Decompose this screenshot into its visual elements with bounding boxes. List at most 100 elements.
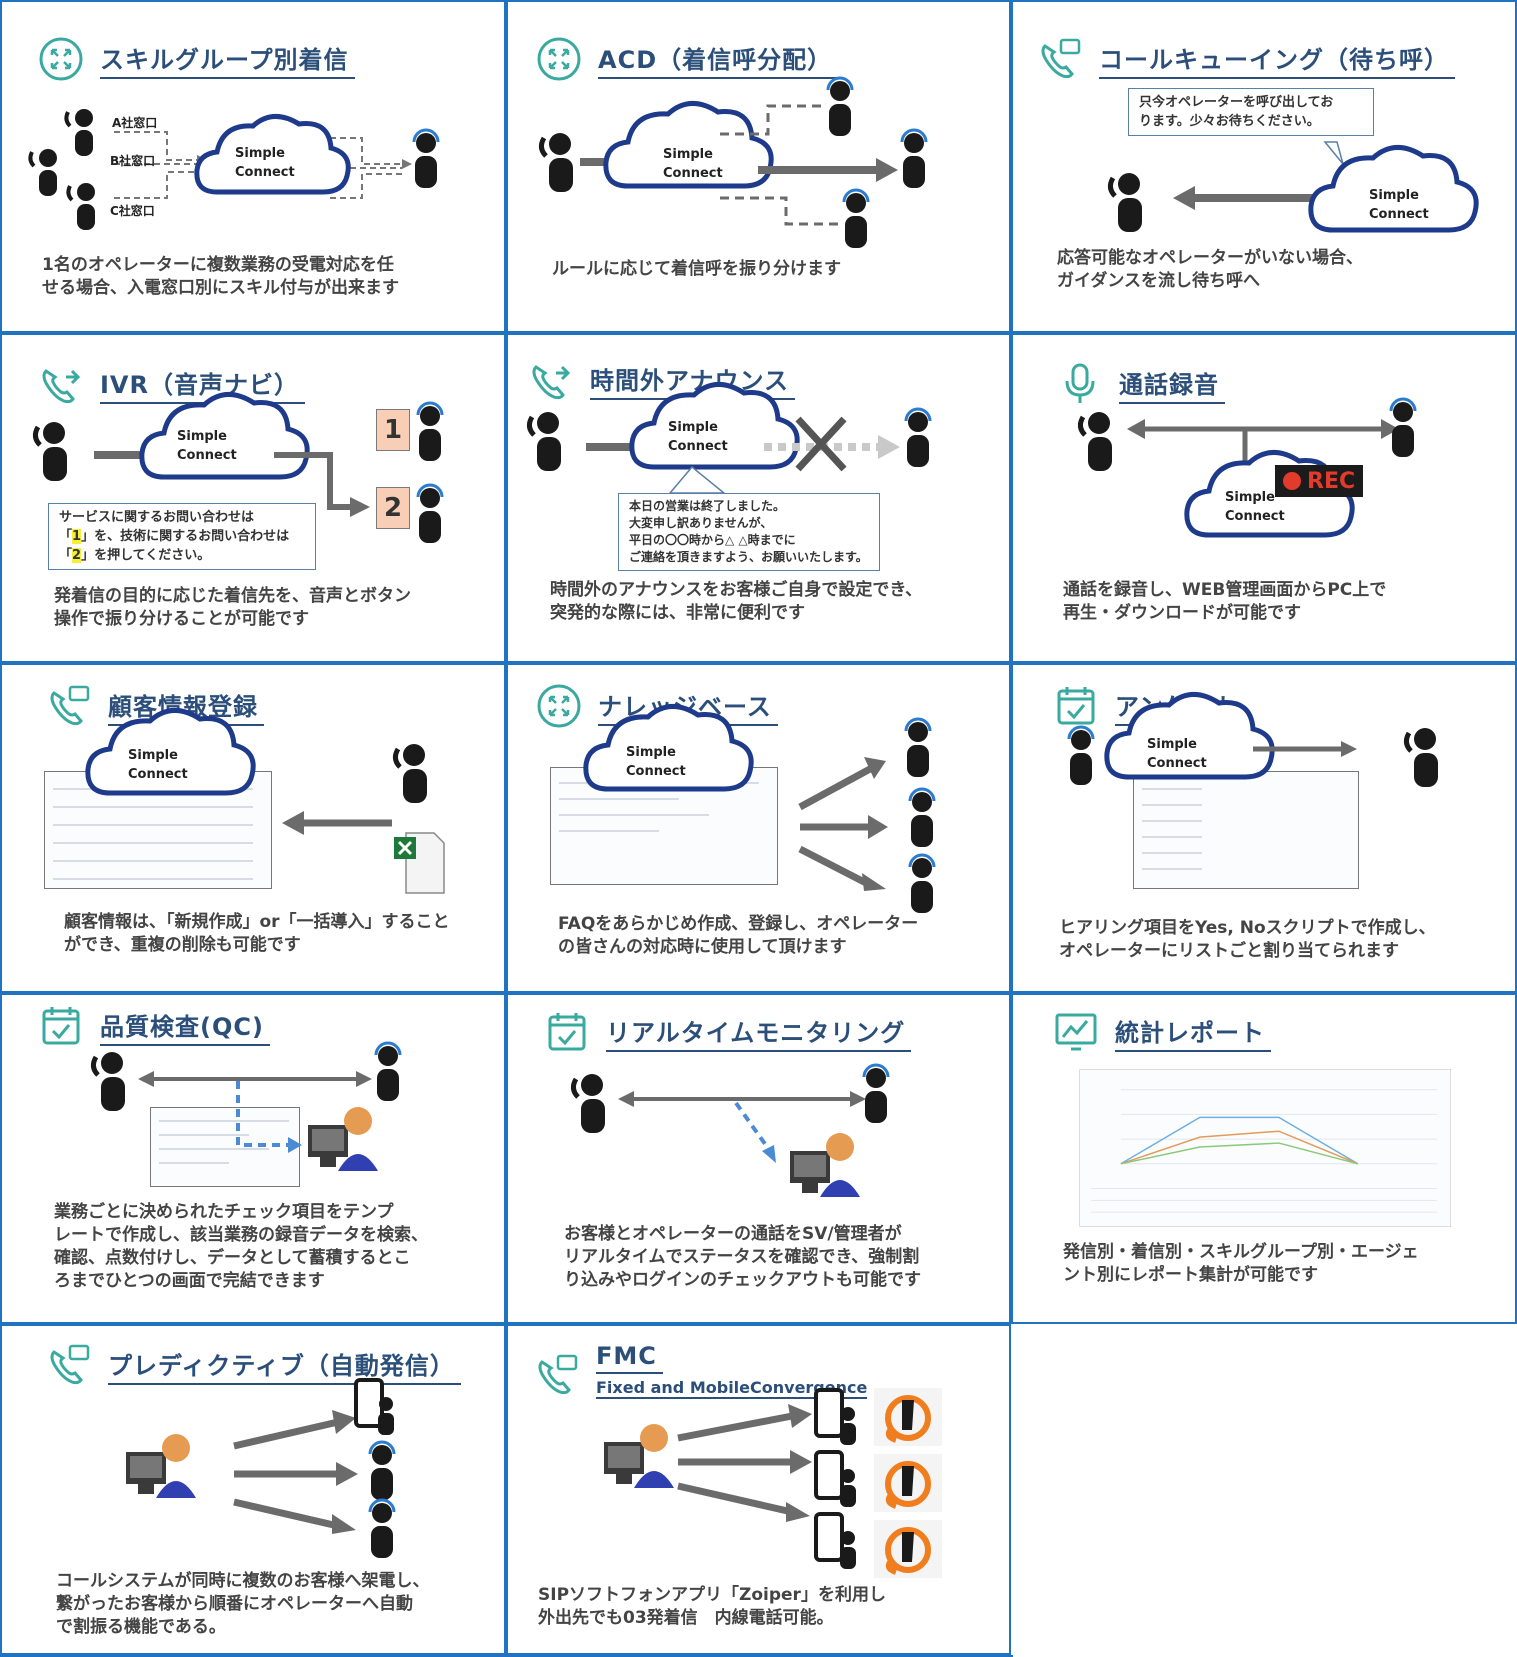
card-survey: アンケート Simple Connect ヒアリング項目をYes, Noスクリプ…: [1009, 661, 1517, 995]
callout-key-1: 1: [72, 529, 82, 544]
label-c: C社窓口: [110, 204, 155, 218]
customer-form-screenshot: [44, 771, 272, 889]
card-title: IVR（音声ナビ）: [100, 365, 305, 404]
card-title: 統計レポート: [1115, 1013, 1271, 1052]
cloud-label-1: Simple: [663, 147, 713, 162]
card-call-queuing: コールキューイング（待ち呼） 只今オペレーターを呼び出してお ります。少々お待ち…: [1009, 0, 1517, 335]
card-title: ACD（着信呼分配）: [598, 40, 839, 79]
card-title: ナレッジベース: [598, 687, 778, 726]
card-title: 通話録音: [1119, 365, 1225, 404]
card-skill-group: スキルグループ別着信 A社窓口 B社窓口 C社窓口 Simple Connect…: [0, 0, 508, 335]
cloud-label-1: Simple: [177, 429, 227, 444]
survey-screenshot: [1133, 771, 1359, 889]
card-title: 時間外アナウンス: [590, 361, 796, 400]
cloud-label-1: Simple: [626, 745, 676, 760]
number-key-1: 1: [376, 409, 410, 451]
phone-forward-icon: [532, 365, 571, 400]
supervisor-pc-icon: [790, 1133, 860, 1197]
cloud-label-1: Simple: [1147, 737, 1197, 752]
cloud-label-2: Connect: [128, 767, 188, 782]
callout-line-2: 」を、技術に関するお問い合わせは: [81, 529, 290, 544]
customer-icons: [28, 109, 95, 230]
card-description: 発着信の目的に応じた着信先を、音声とボタン 操作で振り分けることが可能です: [54, 586, 411, 629]
expand-arrows-icon: [537, 37, 581, 81]
card-stats: 統計レポート 発信別・着信別・スキルグループ別・エージェ ント別にレポート集計が…: [1009, 991, 1517, 1326]
rec-dot-icon: [1283, 472, 1301, 490]
cloud-label-2: Connect: [663, 166, 723, 181]
cloud-label-2: Connect: [235, 165, 295, 180]
phone-forward-icon: [42, 369, 81, 404]
cloud-label-2: Connect: [1147, 756, 1207, 771]
supervisor-pc-icon: [308, 1107, 378, 1171]
cloud-label-2: Connect: [626, 764, 686, 779]
fmc-title-block: FMC Fixed and MobileConvergence: [596, 1342, 868, 1399]
cloud-label-2: Connect: [668, 439, 728, 454]
card-subtitle: Fixed and MobileConvergence: [596, 1378, 868, 1399]
callout-line-1: サービスに関するお問い合わせは: [59, 510, 255, 525]
card-qc: 品質検査(QC) 業務ごとに決められたチェック項目をテンプ レートで作成し、該当…: [0, 991, 508, 1326]
card-description: コールシステムが同時に複数のお客様へ架電し、 繋がったお客様から順番にオペレータ…: [56, 1571, 430, 1637]
card-customer-info: 顧客情報登録 Simple Connect 顧客情報は、「新規作成」or「一括導…: [0, 661, 508, 995]
operator-pc-icon: [126, 1434, 196, 1498]
card-description: 時間外のアナウンスをお客様ご自身で設定でき、 突発的な際には、非常に便利です: [550, 580, 923, 623]
microphone-icon: [1065, 363, 1095, 403]
report-line-graph: [1091, 1089, 1437, 1213]
cloud-label-1: Simple: [668, 420, 718, 435]
qc-screenshot: [150, 1107, 300, 1187]
card-title: コールキューイング（待ち呼）: [1099, 40, 1455, 79]
card-title: プレディクティブ（自動発信）: [108, 1346, 461, 1385]
card-description: FAQをあらかじめ作成、登録し、オペレーター の皆さんの対応時に使用して頂けます: [558, 914, 919, 957]
report-screenshot: [1079, 1069, 1451, 1227]
card-description: 業務ごとに決められたチェック項目をテンプ レートで作成し、該当業務の録音データを…: [54, 1202, 428, 1291]
smartphone-icon: [354, 1378, 394, 1435]
expand-arrows-icon: [39, 37, 83, 81]
cloud-label-2: Connect: [1369, 207, 1429, 222]
callout-quote-1: 「: [59, 529, 73, 544]
empty-cell: [1011, 1324, 1517, 1655]
card-title: 品質検査(QC): [100, 1007, 270, 1046]
phone-message-icon: [1041, 38, 1081, 79]
label-b: B社窓口: [110, 154, 156, 168]
card-title: FMC: [596, 1342, 663, 1374]
card-description: ルールに応じて着信呼を振り分けます: [552, 259, 841, 279]
faq-screenshot: [550, 767, 778, 885]
smartphone-icon: [814, 1388, 856, 1569]
card-description: 発信別・着信別・スキルグループ別・エージェ ント別にレポート集計が可能です: [1063, 1242, 1419, 1285]
excel-file-icon: [394, 832, 445, 894]
calendar-check-icon: [548, 1013, 586, 1051]
card-recording: 通話録音 REC Simple Connect 通話を録音し、WEB管理画面から…: [1009, 331, 1517, 665]
rec-indicator: REC: [1275, 465, 1364, 497]
card-description: 1名のオペレーターに複数業務の受電対応を任 せる場合、入電窓口別にスキル付与が出…: [42, 255, 399, 298]
card-description: ヒアリング項目をYes, Noスクリプトで作成し、 オペレーターにリストごと割り…: [1059, 918, 1436, 961]
cloud-label-1: Simple: [128, 748, 178, 763]
card-description: お客様とオペレーターの通話をSV/管理者が リアルタイムでステータスを確認でき、…: [564, 1224, 921, 1290]
cloud-label-2: Connect: [177, 448, 237, 463]
card-title: 顧客情報登録: [108, 687, 264, 726]
card-monitoring: リアルタイムモニタリング お客様とオペレーターの通話をSV/管理者が リアルタイ…: [504, 991, 1013, 1326]
card-description: 通話を録音し、WEB管理画面からPC上で 再生・ダウンロードが可能です: [1063, 580, 1387, 623]
cloud-label-2: Connect: [1225, 509, 1285, 524]
zoiper-app-icon: [874, 1388, 942, 1578]
card-description: SIPソフトフォンアプリ「Zoiper」を利用し 外出先でも03発着信 内線電話…: [538, 1585, 886, 1628]
callout-line-3: 」を押してください。: [81, 548, 211, 563]
chart-monitor-icon: [1055, 1013, 1097, 1051]
card-description: 応答可能なオペレーターがいない場合、 ガイダンスを流し待ち呼へ: [1057, 248, 1363, 291]
number-key-2: 2: [376, 487, 410, 529]
phone-message-icon: [538, 1354, 578, 1395]
card-title: リアルタイムモニタリング: [606, 1013, 912, 1052]
callout-key-2: 2: [72, 548, 82, 563]
phone-message-icon: [50, 1344, 90, 1385]
card-title: スキルグループ別着信: [100, 40, 355, 79]
cloud-label-1: Simple: [235, 146, 285, 161]
card-acd: ACD（着信呼分配） Simple Connect ルールに応じて着信呼を振り分…: [504, 0, 1013, 335]
callout-quote-2: 「: [59, 548, 73, 563]
callout: 本日の営業は終了しました。 大変申し訳ありませんが、 平日の〇〇時から△ △時ま…: [618, 493, 880, 571]
card-description: 顧客情報は、「新規作成」or「一括導入」すること ができ、重複の削除も可能です: [64, 912, 450, 955]
card-fmc: FMC Fixed and MobileConvergence SIPソフトフォ…: [504, 1322, 1013, 1657]
calendar-check-icon: [1057, 687, 1095, 725]
operator-pc-icon: [604, 1424, 674, 1488]
card-knowledge: ナレッジベース Simple Connect FAQをあらかじめ作成、登録し、オ…: [504, 661, 1013, 995]
card-predictive: プレディクティブ（自動発信） コールシステムが同時に複数のお客様へ架電し、 繋が…: [0, 1322, 508, 1657]
rec-label: REC: [1307, 468, 1356, 494]
